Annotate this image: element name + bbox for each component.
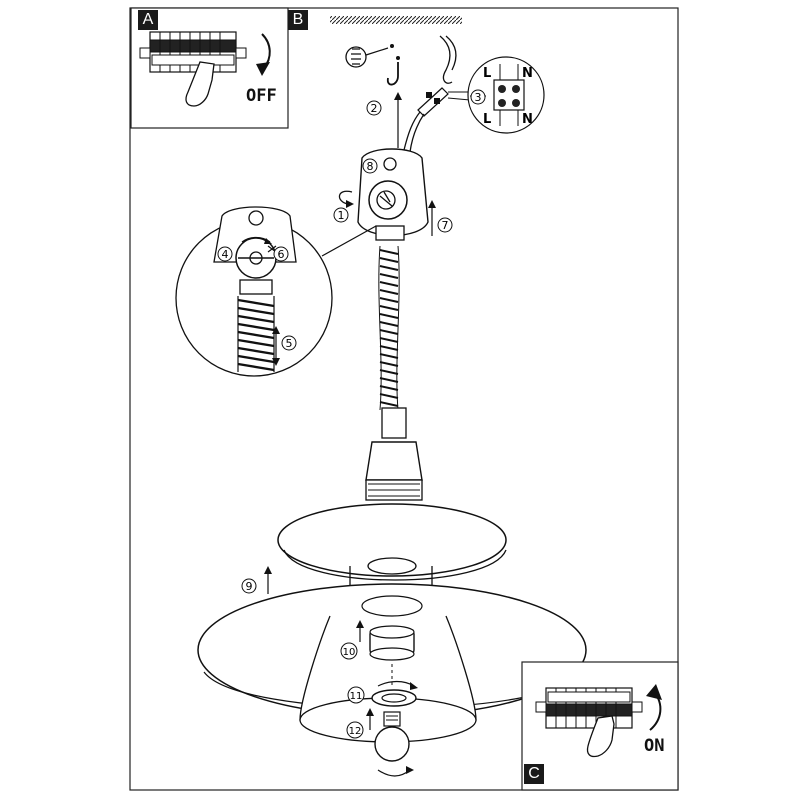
screw-anchor-icon	[345, 44, 394, 68]
arrow-up-icon	[394, 92, 402, 100]
step-9: 9	[246, 580, 253, 593]
terminal-l-top: L	[483, 66, 491, 81]
upper-shade	[277, 503, 507, 598]
arrowhead-icon	[646, 684, 662, 700]
terminal-n-top: N	[522, 66, 533, 81]
rotate-arrow-icon	[338, 190, 353, 205]
arrow-up-icon	[366, 708, 374, 716]
panel-b-letter: B	[288, 10, 308, 30]
panel-a-letter: A	[138, 10, 158, 30]
mains-wire	[439, 35, 453, 84]
step-4: 4	[222, 248, 229, 261]
arrow-down-icon	[272, 358, 280, 366]
breaker-block-a	[139, 31, 247, 73]
step-12: 12	[349, 726, 362, 737]
ceiling-hook-icon	[386, 62, 399, 86]
light-bulb-icon	[374, 711, 410, 762]
step-labels: 1 2 3 4 5 6 7 8 9 10 11 12	[217, 89, 486, 739]
step-5: 5	[286, 337, 293, 350]
lamp-stem	[365, 407, 423, 501]
panel-c-letter: C	[524, 764, 544, 784]
hand-icon	[185, 61, 215, 107]
arrow-up-icon	[356, 620, 364, 628]
spiral-cord-zoom	[237, 296, 275, 372]
on-label: ON	[644, 736, 665, 756]
step-1: 1	[338, 209, 345, 222]
terminal-n-bottom: N	[522, 112, 533, 127]
socket-ring	[371, 689, 417, 707]
arrow-up-icon	[428, 200, 436, 208]
rotate-arrow-icon	[377, 769, 411, 777]
breaker-block-c	[535, 687, 643, 729]
step-7: 7	[442, 219, 449, 232]
step-6: 6	[278, 248, 285, 261]
terminal-l-bottom: L	[483, 112, 491, 127]
hand-icon	[586, 715, 615, 758]
step-11: 11	[350, 691, 363, 702]
arrow-up-icon	[264, 566, 272, 574]
outer-frame	[129, 7, 679, 791]
off-label: OFF	[246, 86, 277, 106]
step-2: 2	[371, 102, 378, 115]
spiral-cord	[378, 245, 400, 411]
step-8: 8	[367, 160, 374, 173]
lamp-socket	[369, 625, 415, 661]
step-10: 10	[343, 647, 356, 658]
arrowhead-icon	[256, 62, 270, 76]
arrow-up-icon	[272, 326, 280, 334]
terminal-connector	[417, 87, 471, 117]
ceiling-hatch	[330, 16, 462, 24]
step-3: 3	[475, 91, 482, 104]
